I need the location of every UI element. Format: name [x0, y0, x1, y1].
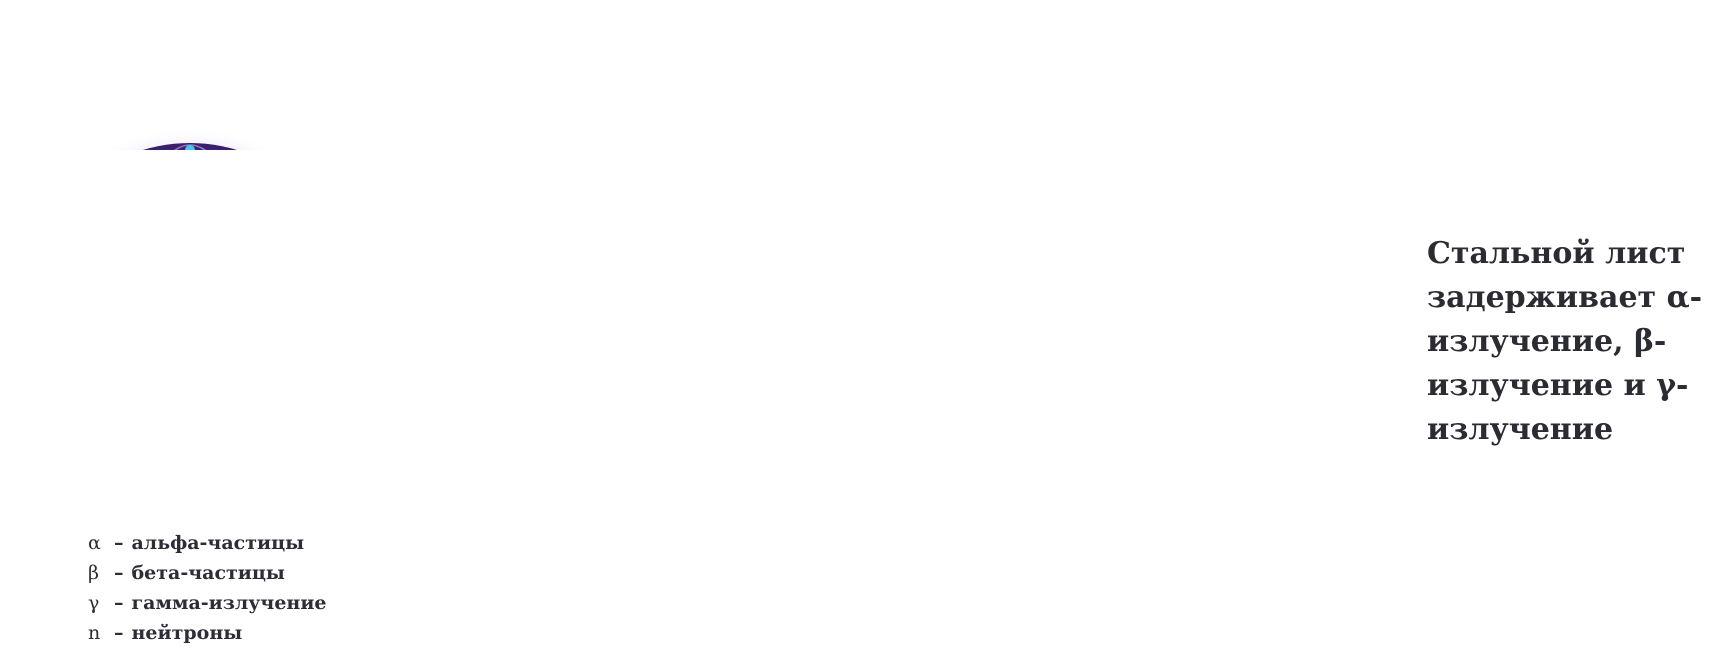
legend-item: β–бета-частицы: [88, 558, 327, 588]
legend-symbol: n: [88, 618, 110, 648]
legend-symbol: α: [88, 528, 110, 558]
legend-text: нейтроны: [132, 622, 243, 644]
legend: α–альфа-частицы β–бета-частицы γ–гамма-и…: [88, 528, 327, 648]
atom: [12, 124, 300, 150]
caption-line: задерживает α-: [1427, 276, 1717, 320]
legend-item: α–альфа-частицы: [88, 528, 327, 558]
legend-item: γ–гамма-излучение: [88, 588, 327, 618]
atom-halo: [12, 127, 300, 150]
caption-line: излучение, β-: [1427, 320, 1717, 364]
radiation-diagram: α β γ n: [0, 0, 300, 150]
legend-text: бета-частицы: [132, 562, 285, 584]
legend-text: альфа-частицы: [132, 532, 305, 554]
caption-line: Стальной лист: [1427, 232, 1717, 276]
legend-text: гамма-излучение: [132, 592, 327, 614]
caption-line: излучение и γ-: [1427, 364, 1717, 408]
legend-symbol: β: [88, 558, 110, 588]
steel-sheet-caption: Стальной лист задерживает α- излучение, …: [1427, 232, 1717, 452]
caption-line: излучение: [1427, 408, 1717, 452]
legend-item: n–нейтроны: [88, 618, 327, 648]
legend-symbol: γ: [88, 588, 110, 618]
